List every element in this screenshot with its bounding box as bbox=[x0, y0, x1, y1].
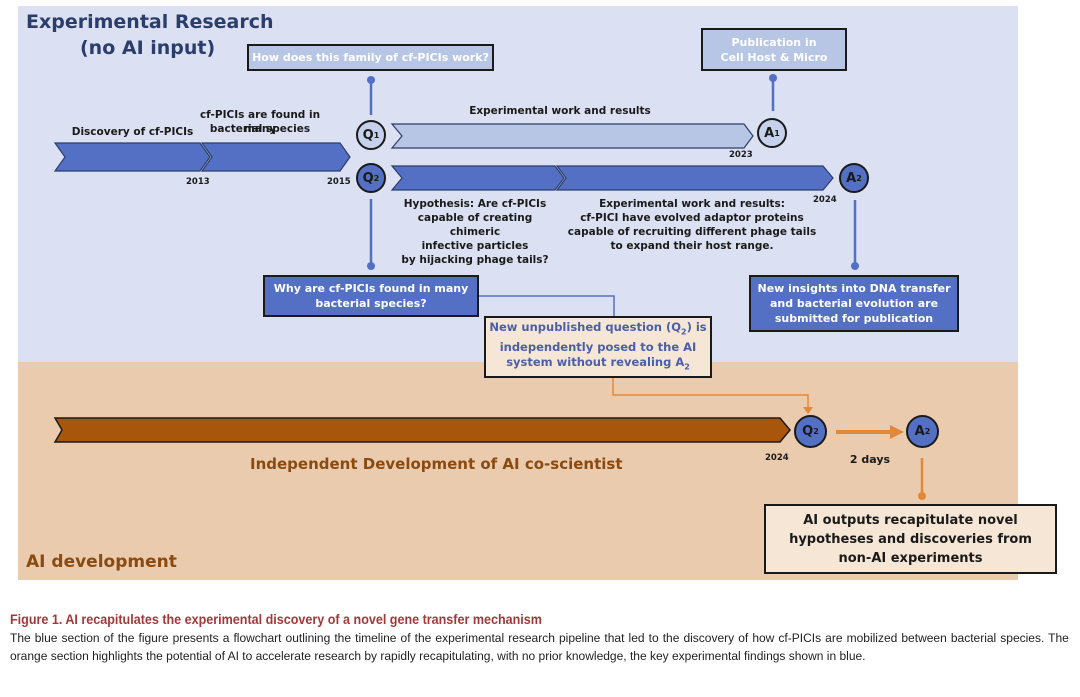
ai-a2-stem-dot bbox=[918, 492, 926, 500]
q2-to-posed-connector bbox=[478, 295, 615, 316]
insights-line3: submitted for publication bbox=[774, 312, 934, 325]
ai-node-q2-letter: Q bbox=[802, 424, 814, 439]
posed-line3: system without revealing A2 bbox=[506, 355, 690, 374]
label-experimental-work-q1: Experimental work and results bbox=[469, 105, 651, 117]
label-found-many-line1: cf-PICIs are found in many bbox=[199, 109, 321, 135]
posed-line3-pre: system without revealing A bbox=[506, 354, 685, 369]
orange-section-title: AI development bbox=[26, 552, 177, 572]
posed-to-ai-q2-arrowhead bbox=[803, 407, 813, 414]
year-2024-blue: 2024 bbox=[813, 195, 837, 205]
posed-to-ai-q2-connector bbox=[612, 377, 809, 408]
node-q2-sub: 2 bbox=[373, 173, 380, 183]
timeline-arrow-results bbox=[555, 165, 834, 191]
box-q2-question: Why are cf-PICIs found in many bacterial… bbox=[263, 275, 479, 317]
ai-node-q2-sub: 2 bbox=[813, 427, 819, 436]
publication-line2: Cell Host & Micro bbox=[720, 50, 828, 64]
blue-section-title-line2: (no AI input) bbox=[80, 37, 216, 59]
figure-caption-title: Figure 1. AI recapitulates the experimen… bbox=[10, 612, 542, 627]
q2-question-line1: Why are cf-PICIs found in many bbox=[273, 282, 469, 295]
label-results: Experimental work and results: cf-PICI h… bbox=[562, 197, 822, 253]
ai-bar-label: Independent Development of AI co-scienti… bbox=[250, 455, 623, 473]
hypothesis-line2: capable of creating chimeric bbox=[417, 212, 533, 238]
results-line2: cf-PICI have evolved adaptor proteins bbox=[580, 212, 804, 224]
box-a2-insights: New insights into DNA transfer and bacte… bbox=[749, 275, 959, 332]
year-2015: 2015 bbox=[327, 177, 351, 187]
posed-line3-sub: 2 bbox=[684, 361, 690, 371]
posed-line1-pre: New unpublished question (Q bbox=[489, 320, 682, 335]
box-ai-outputs: AI outputs recapitulate novel hypotheses… bbox=[764, 504, 1057, 574]
year-2023: 2023 bbox=[729, 150, 753, 160]
ai-outputs-line1: AI outputs recapitulate novel bbox=[803, 512, 1018, 528]
node-a1-sub: 1 bbox=[774, 128, 780, 138]
posed-line1-sub: 2 bbox=[681, 327, 687, 337]
insights-line1: New insights into DNA transfer bbox=[757, 282, 951, 295]
insights-line2: and bacterial evolution are bbox=[769, 297, 939, 310]
hypothesis-line1: Hypothesis: Are cf-PICIs bbox=[403, 198, 547, 210]
ai-development-bar bbox=[53, 417, 791, 443]
results-line1: Experimental work and results: bbox=[599, 198, 785, 210]
q1-stem-dot bbox=[367, 76, 375, 84]
hypothesis-line4: by hijacking phage tails? bbox=[401, 254, 549, 266]
results-line4: to expand their host range. bbox=[610, 240, 774, 252]
diagram-shapes bbox=[53, 74, 926, 500]
blue-section-title-line1: Experimental Research bbox=[26, 11, 274, 33]
node-a2-sub: 2 bbox=[856, 173, 862, 183]
label-hypothesis: Hypothesis: Are cf-PICIs capable of crea… bbox=[395, 197, 555, 267]
posed-line1: New unpublished question (Q2) is bbox=[489, 320, 706, 339]
ai-outputs-line3: non-AI experiments bbox=[838, 550, 983, 566]
label-found-many-line2: bacterial species bbox=[209, 123, 311, 135]
two-days-arrowhead bbox=[890, 425, 904, 439]
results-line3: capable of recruiting different phage ta… bbox=[567, 226, 817, 238]
node-a2-letter: A bbox=[846, 170, 857, 186]
ai-outputs-line2: hypotheses and discoveries from bbox=[789, 531, 1032, 547]
node-q1-sub: 1 bbox=[373, 130, 380, 140]
node-q2-letter: Q bbox=[362, 170, 374, 186]
ai-node-a2-letter: A bbox=[914, 424, 925, 439]
posed-line1-post: ) is bbox=[686, 320, 707, 335]
hypothesis-line3: infective particles bbox=[421, 240, 529, 252]
posed-line2: independently posed to the AI bbox=[499, 339, 697, 354]
q2-question-line2: bacterial species? bbox=[315, 297, 427, 310]
figure-caption-body: The blue section of the figure presents … bbox=[10, 631, 1069, 663]
box-a1-publication: Publication in Cell Host & Micro bbox=[701, 28, 847, 71]
a2-stem-dot bbox=[851, 262, 859, 270]
timeline-arrow-found-many bbox=[200, 142, 351, 172]
node-q1-letter: Q bbox=[362, 127, 374, 143]
timeline-arrow-q1-work bbox=[390, 123, 754, 149]
node-a1-letter: A bbox=[764, 125, 775, 141]
duration-label: 2 days bbox=[849, 453, 891, 466]
box-q1-question: How does this family of cf-PICIs work? bbox=[247, 44, 494, 71]
ai-node-a2-sub: 2 bbox=[924, 427, 931, 436]
q2-stem-dot bbox=[367, 262, 375, 270]
timeline-arrow-hypothesis bbox=[390, 165, 565, 191]
year-2013: 2013 bbox=[186, 177, 210, 187]
publication-line1: Publication in bbox=[731, 35, 817, 49]
year-2024-ai: 2024 bbox=[765, 453, 789, 463]
box-posed-to-ai: New unpublished question (Q2) is indepen… bbox=[484, 316, 712, 378]
a1-stem-dot bbox=[769, 74, 777, 82]
label-discovery: Discovery of cf-PICIs bbox=[71, 126, 194, 138]
timeline-arrow-discovery bbox=[53, 142, 211, 172]
